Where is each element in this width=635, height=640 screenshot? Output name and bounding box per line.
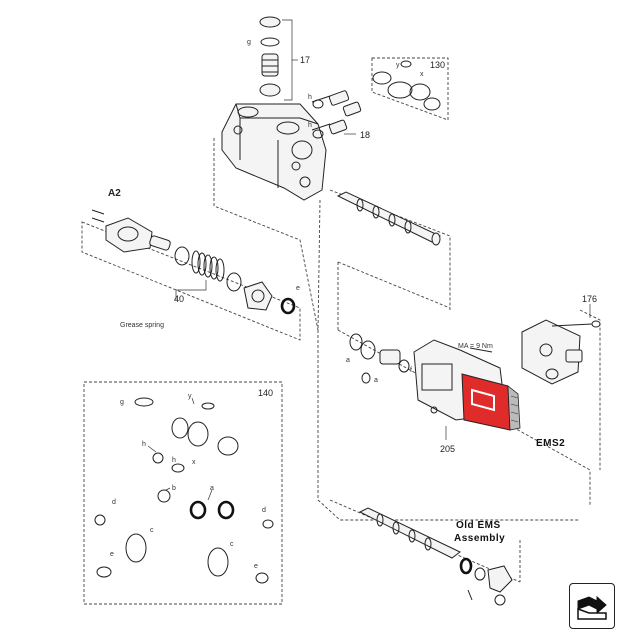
letter-g-top: g: [247, 39, 251, 46]
letter-b-140: b: [172, 485, 176, 492]
label-torque: MA = 9 Nm: [458, 343, 493, 350]
letter-a-ems1: a: [346, 357, 350, 364]
letter-d-140a: d: [112, 499, 116, 506]
letter-y-box130: y: [396, 62, 400, 69]
letter-e-140a: e: [110, 551, 114, 558]
callout-176: 176: [582, 294, 597, 304]
label-old-ems-2: Assembly: [454, 533, 505, 544]
letter-h-1: h: [308, 94, 312, 101]
letter-c-140a: c: [150, 527, 154, 534]
letter-e-140b: e: [254, 563, 258, 570]
label-a2: A2: [108, 188, 121, 199]
seal-kit-130-box: [371, 57, 449, 121]
letter-f-ems: f: [410, 367, 412, 374]
ems2-end-block: [521, 304, 601, 385]
callout-40: 40: [174, 294, 184, 304]
callout-18: 18: [360, 130, 370, 140]
fittings-18: [311, 90, 362, 139]
letter-c-140b: c: [230, 541, 234, 548]
label-old-ems-1: Old EMS: [456, 520, 501, 531]
a2-spring-assembly: [81, 209, 301, 341]
valve-body: [221, 103, 327, 201]
letter-h-2: h: [308, 122, 312, 129]
callout-205: 205: [440, 444, 455, 454]
letter-h-140b: h: [172, 457, 176, 464]
letter-x-box130: x: [420, 71, 424, 78]
letter-a-140: a: [210, 485, 214, 492]
letter-a-ems2: a: [374, 377, 378, 384]
letter-d-140b: d: [262, 507, 266, 514]
letter-h-140a: h: [142, 441, 146, 448]
ems2-solenoid-highlighted: [461, 373, 521, 431]
callout-17: 17: [300, 55, 310, 65]
label-grease-spring: Grease spring: [120, 322, 164, 329]
next-page-arrow-icon: [577, 595, 607, 620]
letter-x-140: x: [192, 459, 196, 466]
callout-130: 130: [430, 60, 445, 70]
letter-e-a2: e: [296, 285, 300, 292]
top-cap-assembly: [259, 16, 298, 101]
main-spool: [336, 191, 441, 246]
letter-y-140: y: [188, 393, 192, 400]
label-ems2: EMS2: [536, 438, 565, 449]
seal-kit-140-box: [83, 381, 283, 605]
grease-spring-coil: [191, 250, 225, 282]
old-ems-spool: [358, 507, 513, 606]
next-page-button[interactable]: [569, 583, 615, 629]
callout-140: 140: [258, 388, 273, 398]
letter-g-140: g: [120, 399, 124, 406]
